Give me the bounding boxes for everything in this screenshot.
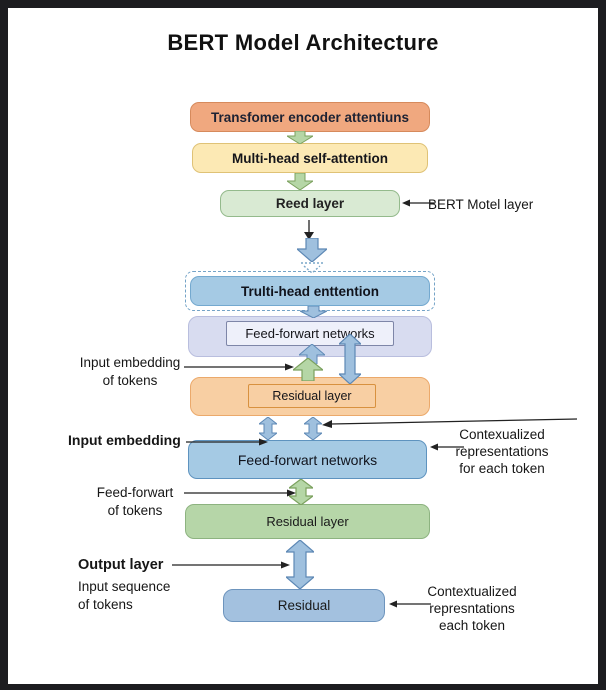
right-arrow-icon [184, 362, 294, 372]
up-arrow-icon [299, 344, 325, 364]
box-transformer-encoder: Transfomer encoder attentiuns [190, 102, 430, 132]
page-title: BERT Model Architecture [167, 30, 439, 55]
up-arrow-icon [293, 358, 323, 381]
left-arrow-icon [389, 599, 431, 609]
box-feed-forwart-networks-1: Feed-forwart networks [226, 321, 394, 346]
down-arrow-icon [297, 238, 327, 262]
down-arrow-icon [287, 131, 313, 144]
label-bert-model-layer: BERT Motel layer [428, 197, 534, 212]
label-contextualized-2: Contextualized represntations each token [427, 584, 517, 633]
box-residual-layer-1: Residual layer [248, 384, 376, 408]
label-input-sequence: Input sequence of tokens [78, 579, 171, 612]
down-arrow-icon [287, 173, 313, 190]
box-reed-layer: Reed layer [220, 190, 400, 217]
right-arrow-icon [172, 560, 290, 570]
left-arrow-icon [430, 442, 464, 452]
dashed-chevron-icon [299, 262, 325, 274]
double-arrow-icon [304, 417, 322, 440]
down-arrow-icon [300, 306, 327, 318]
double-arrow-icon [286, 540, 314, 589]
label-output-layer: Output layer [78, 557, 164, 573]
double-arrow-icon [339, 334, 361, 384]
double-arrow-icon [259, 417, 277, 440]
left-arrow-icon [322, 415, 577, 429]
box-trulti-head-attention: Trulti-head enttention [190, 276, 430, 306]
label-input-embedding: Input embedding [68, 432, 181, 448]
box-feed-forwart-networks-2: Feed-forwart networks [188, 440, 427, 479]
double-arrow-icon [289, 479, 313, 505]
box-multi-head-self-attention: Multi-head self-attention [192, 143, 428, 173]
thin-down-arrow-icon [303, 220, 315, 240]
right-arrow-icon [184, 488, 296, 498]
box-residual-layer-2: Residual layer [185, 504, 430, 539]
right-arrow-icon [186, 437, 268, 447]
label-feed-forwart-of-tokens: Feed-forwart of tokens [96, 485, 174, 518]
label-input-embedding-of-tokens: Input embedding of tokens [79, 355, 181, 388]
left-arrow-icon [402, 198, 434, 208]
box-residual: Residual [223, 589, 385, 622]
label-contextualized-1: Contexualized representations for each t… [455, 427, 549, 476]
